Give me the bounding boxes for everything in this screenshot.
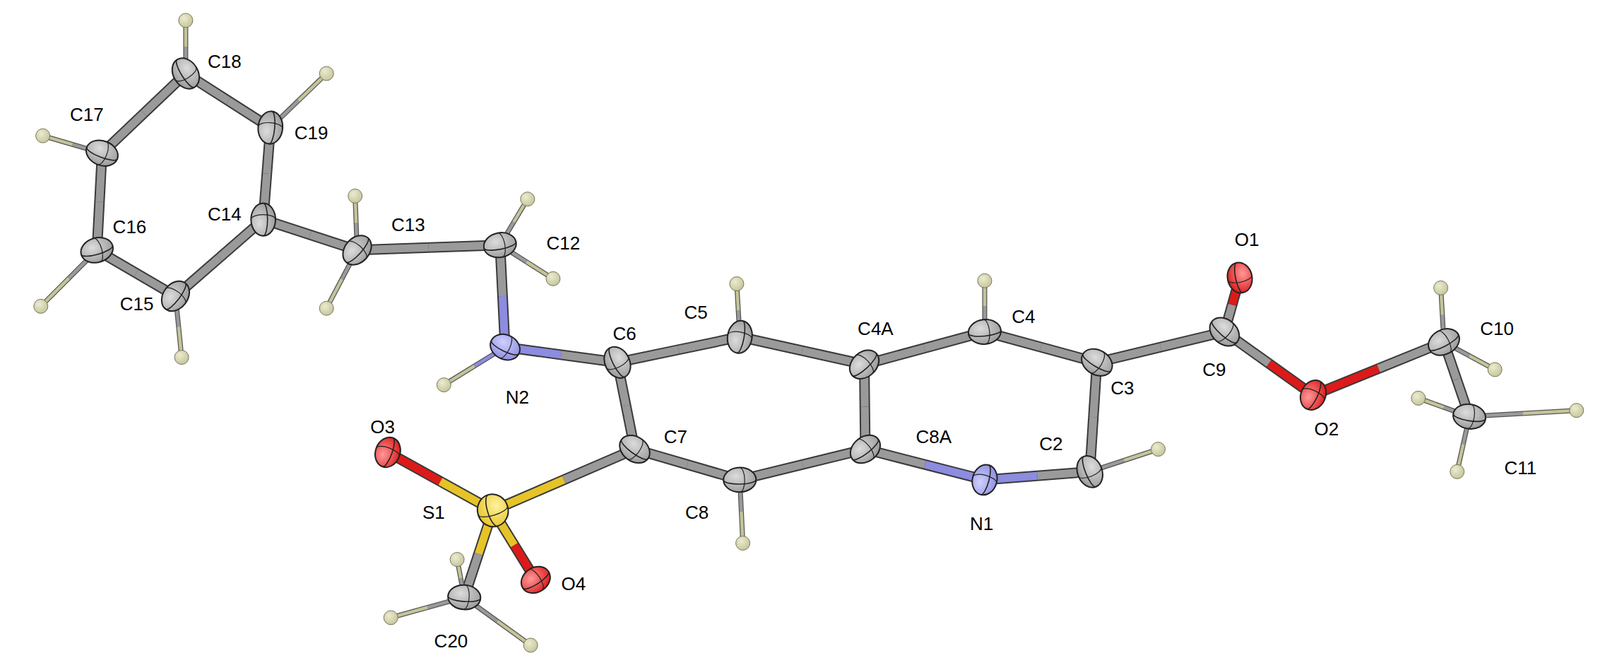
atom-ellipsoid	[723, 466, 757, 492]
atom-ellipsoid	[257, 110, 285, 145]
atom-label: N1	[968, 514, 995, 533]
atom-label: C19	[293, 123, 330, 142]
hydrogen-atom	[1433, 280, 1449, 295]
hydrogen-atom	[1411, 390, 1426, 405]
atom-label: C13	[389, 215, 427, 234]
atom-ellipsoid	[336, 229, 378, 271]
atom-label: C4A	[856, 319, 896, 338]
hydrogen-atom	[436, 377, 451, 393]
hydrogen-atom	[729, 276, 744, 292]
bond-outline	[505, 346, 618, 363]
atom-ellipsoid	[370, 433, 405, 472]
atom-ellipsoid	[250, 202, 276, 236]
hydrogen-atom	[33, 298, 49, 313]
bond-outline	[500, 245, 506, 347]
hydrogen-atom	[1450, 464, 1465, 479]
atom-label: S1	[421, 502, 447, 522]
atom-label: C18	[206, 52, 244, 71]
bond-outline	[1097, 331, 1225, 362]
atom-ellipsoid	[1451, 401, 1488, 431]
hydrogen-atom	[1569, 403, 1584, 418]
atom-ellipsoid	[844, 429, 886, 470]
atom-ellipsoid	[967, 317, 1003, 346]
atom-ellipsoid	[1224, 259, 1256, 296]
bond-outline	[1313, 341, 1444, 395]
atom-ellipsoid	[486, 329, 525, 365]
hydrogen-atom	[977, 273, 992, 288]
hydrogen-atom	[523, 637, 538, 653]
atom-label: C12	[545, 233, 583, 253]
atom-label: C5	[683, 303, 710, 322]
bond-outline	[984, 471, 1090, 480]
atom-label: C10	[1478, 319, 1516, 338]
hydrogen-atom	[348, 188, 363, 203]
atom-label: C7	[662, 427, 689, 446]
atom-ellipsoid	[1204, 311, 1246, 352]
atom-ellipsoid	[82, 135, 123, 171]
atom-ellipsoid	[724, 318, 755, 356]
hydrogen-atom	[178, 13, 193, 28]
atom-ellipsoid	[166, 52, 205, 94]
bond-outline	[387, 452, 494, 511]
atom-ellipsoid	[1295, 375, 1331, 414]
atom-ellipsoid	[516, 560, 556, 599]
bond-outline	[263, 219, 358, 251]
hydrogen-atom	[319, 66, 334, 81]
hydrogen-atom	[736, 535, 751, 550]
hydrogen-atom	[546, 271, 561, 286]
atom-ellipsoid	[1072, 451, 1107, 491]
bond	[1523, 410, 1577, 414]
bond-outline	[984, 331, 1098, 362]
atom-label: N2	[504, 387, 531, 407]
atom-label: C2	[1037, 434, 1064, 453]
atom-label: C20	[433, 631, 470, 650]
bond-outline	[493, 449, 636, 511]
hydrogen-atom	[319, 300, 334, 316]
bond-outline	[101, 73, 186, 154]
atom-label: C17	[68, 105, 106, 124]
atom-label: C16	[111, 217, 149, 236]
atom-ellipsoid	[473, 490, 513, 531]
bond-outline	[1089, 362, 1098, 472]
atom-label: C8A	[914, 427, 953, 446]
bond-outline	[739, 449, 866, 480]
atom-ellipsoid	[77, 233, 116, 267]
atom-ellipsoid	[1076, 343, 1117, 382]
atom-ellipsoid	[599, 341, 636, 383]
hydrogen-atom	[449, 552, 465, 567]
atom-ellipsoid	[156, 275, 196, 317]
atom-label: C6	[611, 324, 638, 343]
bond-outline	[357, 245, 501, 251]
bond-outline	[96, 153, 102, 251]
atom-label: O3	[368, 417, 397, 436]
atom-label: C8	[683, 502, 710, 522]
hydrogen-atom	[1487, 362, 1502, 377]
atom-label: O4	[559, 574, 588, 593]
atom-ellipsoid	[481, 229, 519, 260]
atom-label: C3	[1109, 378, 1136, 397]
atom-label: C9	[1200, 360, 1228, 379]
bond-outline	[739, 336, 864, 365]
hydrogen-atom	[36, 128, 51, 143]
atom-label: O1	[1233, 230, 1261, 249]
bond-outline	[175, 219, 263, 296]
hydrogen-atom	[520, 192, 535, 207]
atom-ellipsoid	[969, 461, 1001, 499]
atom-label: C14	[206, 204, 244, 224]
atom-label: C15	[118, 294, 156, 313]
atom-label: C11	[1502, 458, 1538, 477]
atom-ellipsoid	[844, 344, 885, 385]
bond-outline	[865, 449, 985, 480]
atom-label: C4	[1010, 307, 1037, 326]
atom-ellipsoid	[447, 583, 482, 611]
hydrogen-atom	[174, 350, 189, 365]
hydrogen-atom	[1151, 442, 1166, 457]
atom-label: O2	[1313, 419, 1341, 438]
atom-ellipsoid	[614, 429, 656, 469]
hydrogen-atom	[383, 610, 398, 625]
atom-ellipsoid	[1423, 323, 1464, 361]
